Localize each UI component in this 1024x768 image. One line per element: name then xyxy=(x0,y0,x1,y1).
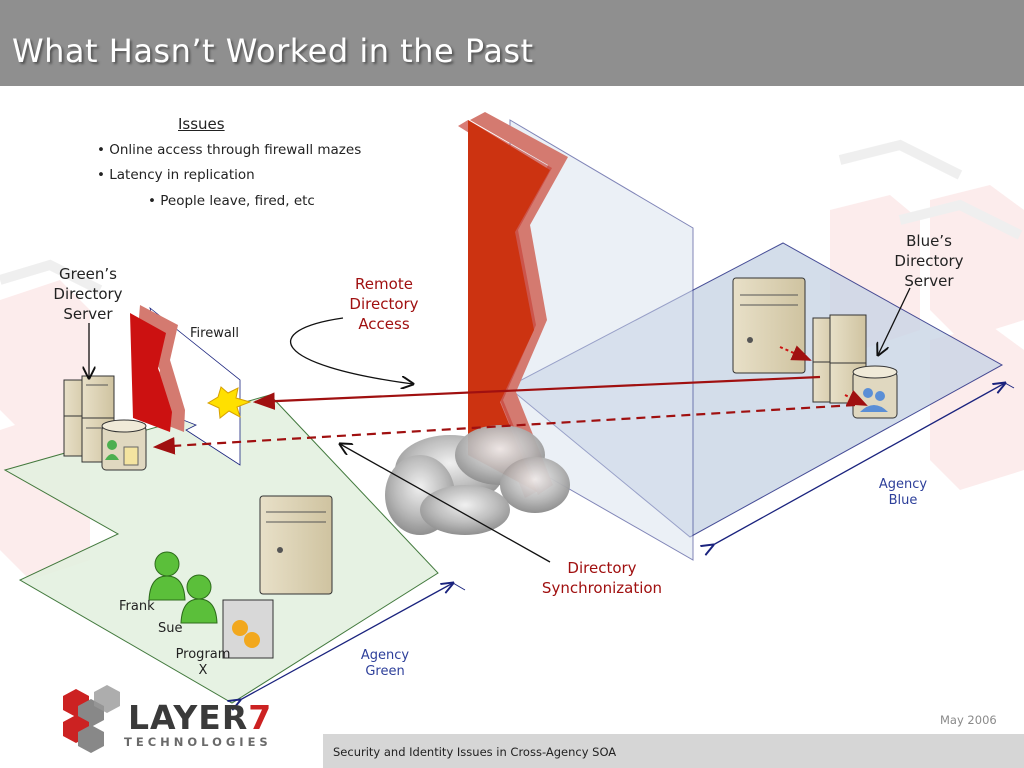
network-cloud xyxy=(385,425,570,535)
agency-blue-dimension xyxy=(713,383,1005,545)
slide-date: May 2006 xyxy=(940,713,997,727)
remote-access-pointer xyxy=(289,317,413,384)
user-frank-icon xyxy=(148,551,186,601)
dir-sync-pointer xyxy=(340,444,551,563)
logo-wordmark: LAYER7 xyxy=(128,698,273,737)
dir-sync-label: Directory Synchronization xyxy=(541,559,663,597)
blue-server-label: Blue’s Directory Server xyxy=(894,232,964,290)
logo-subtitle: TECHNOLOGIES xyxy=(124,735,272,749)
main-firewall xyxy=(458,112,568,498)
agency-green-server xyxy=(259,495,333,595)
sue-label: Sue xyxy=(158,621,183,636)
green-directory-server xyxy=(63,375,147,471)
slide-title: What Hasn’t Worked in the Past xyxy=(12,32,534,70)
layer7-logo-icon xyxy=(63,685,120,753)
agency-green-dimension xyxy=(240,583,453,700)
green-server-label: Green’s Directory Server xyxy=(53,265,123,323)
firewall-label: Firewall xyxy=(190,326,240,341)
issue-item: • People leave, fired, etc xyxy=(148,193,315,209)
architecture-diagram xyxy=(0,112,1024,768)
user-sue-icon xyxy=(180,574,218,624)
small-firewall xyxy=(130,305,241,466)
agency-blue-label: Agency Blue xyxy=(878,477,928,508)
issue-item: • Online access through firewall mazes xyxy=(97,142,362,158)
program-x-label: Program X xyxy=(175,647,231,678)
remote-access-label: Remote Directory Access xyxy=(349,275,419,333)
footer-text: Security and Identity Issues in Cross-Ag… xyxy=(333,745,617,759)
blue-server-pointer xyxy=(878,287,911,355)
title-bar xyxy=(0,0,1024,86)
sync-arrow xyxy=(152,403,856,455)
agency-green-label: Agency Green xyxy=(360,648,410,679)
frank-label: Frank xyxy=(119,599,155,614)
blocked-explosion-icon xyxy=(206,386,252,419)
issues-title: Issues xyxy=(178,115,225,133)
footer-bar xyxy=(323,734,1024,768)
issue-item: • Latency in replication xyxy=(97,167,255,183)
